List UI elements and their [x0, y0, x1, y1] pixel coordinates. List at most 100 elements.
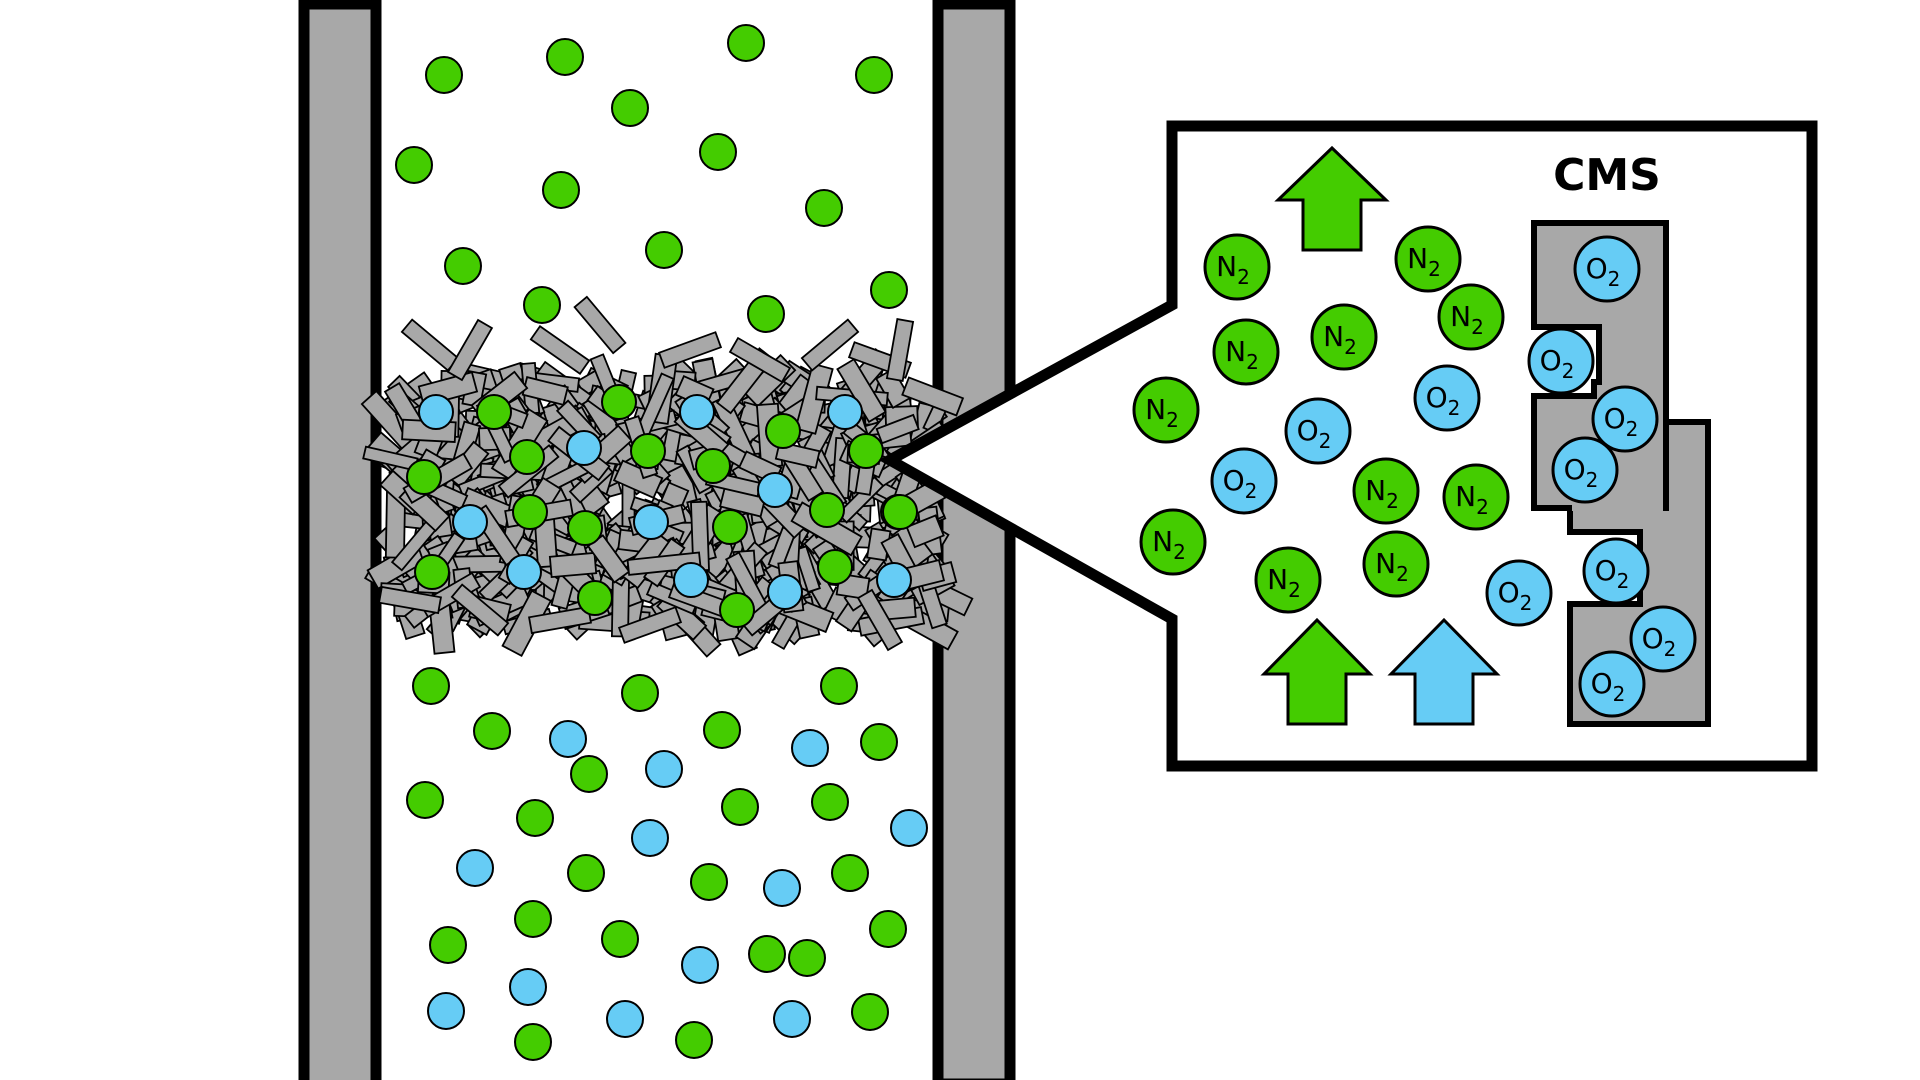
nitrogen-molecule	[429, 926, 467, 964]
nitrogen-molecule-labeled: N2	[1132, 376, 1200, 444]
nitrogen-molecule	[395, 146, 433, 184]
oxygen-molecule	[827, 394, 863, 430]
oxygen-molecule	[876, 562, 912, 598]
sieve-pellet	[905, 514, 945, 549]
nitrogen-molecule	[690, 863, 728, 901]
oxygen-molecule-labeled: O2	[1485, 559, 1553, 627]
oxygen-molecule-labeled: O2	[1578, 650, 1646, 718]
nitrogen-molecule	[523, 286, 561, 324]
nitrogen-molecule	[509, 439, 545, 475]
nitrogen-molecule	[645, 231, 683, 269]
sieve-pellet	[794, 362, 834, 435]
sieve-pellet	[548, 551, 598, 579]
sieve-pellet	[901, 376, 965, 417]
nitrogen-molecule	[516, 799, 554, 837]
nitrogen-molecule	[719, 592, 755, 628]
bottom-mixed-molecules	[406, 667, 928, 1061]
nitrogen-molecule	[570, 755, 608, 793]
nitrogen-molecule-labeled: N2	[1212, 318, 1280, 386]
oxygen-molecule	[456, 849, 494, 887]
nitrogen-molecule	[811, 783, 849, 821]
sieve-pellet	[450, 583, 510, 637]
nitrogen-molecule	[809, 492, 845, 528]
sieve-pellet	[446, 318, 494, 382]
sieve-pellet	[573, 295, 627, 355]
nitrogen-molecule	[444, 247, 482, 285]
oxygen-molecule	[566, 430, 602, 466]
bed-molecules	[406, 384, 918, 628]
sieve-pellet	[529, 324, 591, 376]
sieve-pellet	[875, 413, 920, 445]
sieve-pellet	[728, 336, 792, 384]
nitrogen-molecule	[577, 580, 613, 616]
nitrogen-molecule	[882, 494, 918, 530]
nitrogen-molecule-labeled: N2	[1254, 546, 1322, 614]
nitrogen-molecule	[855, 56, 893, 94]
oxygen-molecule-labeled: O2	[1551, 436, 1619, 504]
molecule-formula: N2	[1450, 300, 1484, 339]
nitrogen-molecule-labeled: N2	[1362, 530, 1430, 598]
nitrogen-molecule	[476, 394, 512, 430]
nitrogen-molecule	[851, 993, 889, 1031]
oxygen-molecule	[452, 504, 488, 540]
nitrogen-molecule	[817, 549, 853, 585]
nitrogen-molecule-labeled: N2	[1203, 233, 1271, 301]
oxygen-molecule	[645, 750, 683, 788]
sieve-pellet	[378, 585, 442, 615]
nitrogen-molecule-labeled: N2	[1394, 225, 1462, 293]
nitrogen-molecule	[601, 384, 637, 420]
nitrogen-molecule	[514, 900, 552, 938]
oxygen-molecule	[791, 729, 829, 767]
molecule-formula: O2	[1540, 344, 1575, 383]
oxygen-molecule-labeled: O2	[1629, 605, 1697, 673]
nitrogen-molecule	[425, 56, 463, 94]
sieve-pellet	[617, 606, 683, 644]
sieve-pellet	[800, 318, 860, 372]
nitrogen-molecule	[747, 295, 785, 333]
nitrogen-molecule	[695, 448, 731, 484]
oxygen-molecule	[890, 809, 928, 847]
oxygen-molecule	[549, 720, 587, 758]
nitrogen-molecule	[860, 723, 898, 761]
nitrogen-molecule-labeled: N2	[1437, 283, 1505, 351]
nitrogen-molecule	[512, 494, 548, 530]
nitrogen-molecule	[542, 171, 580, 209]
oxygen-molecule	[631, 819, 669, 857]
nitrogen-molecule	[611, 89, 649, 127]
nitrogen-molecule-labeled: N2	[1442, 463, 1510, 531]
carbon-molecular-sieve-bed	[360, 295, 974, 658]
oxygen-in-arrow	[1387, 617, 1501, 726]
oxygen-molecule	[506, 554, 542, 590]
sieve-pellet	[856, 588, 904, 652]
nitrogen-molecule-labeled: N2	[1310, 303, 1378, 371]
nitrogen-molecule	[748, 935, 786, 973]
nitrogen-molecule-labeled: N2	[1352, 457, 1420, 525]
oxygen-molecule-labeled: O2	[1573, 235, 1641, 303]
nitrogen-molecule	[675, 1021, 713, 1059]
oxygen-molecule-labeled: O2	[1527, 327, 1595, 395]
nitrogen-molecule	[699, 133, 737, 171]
nitrogen-molecule	[727, 24, 765, 62]
molecule-formula: O2	[1426, 381, 1461, 420]
sieve-pellet	[400, 318, 460, 372]
nitrogen-molecule	[765, 413, 801, 449]
sieve-pellet	[836, 358, 887, 424]
nitrogen-in-arrow	[1260, 617, 1374, 726]
nitrogen-molecule	[473, 712, 511, 750]
column-wall-left	[298, 0, 382, 1080]
molecule-formula: O2	[1586, 252, 1621, 291]
nitrogen-molecule	[601, 920, 639, 958]
nitrogen-molecule	[406, 781, 444, 819]
oxygen-molecule	[679, 394, 715, 430]
oxygen-molecule-labeled: O2	[1210, 447, 1278, 515]
oxygen-molecule	[767, 574, 803, 610]
oxygen-molecule	[681, 946, 719, 984]
cms-label: CMS	[1553, 150, 1661, 201]
nitrogen-molecule	[621, 674, 659, 712]
nitrogen-molecule	[712, 509, 748, 545]
nitrogen-molecule	[820, 667, 858, 705]
oxygen-molecule-labeled: O2	[1591, 385, 1659, 453]
nitrogen-molecule	[848, 433, 884, 469]
oxygen-molecule	[418, 394, 454, 430]
nitrogen-molecule-labeled: N2	[1139, 508, 1207, 576]
